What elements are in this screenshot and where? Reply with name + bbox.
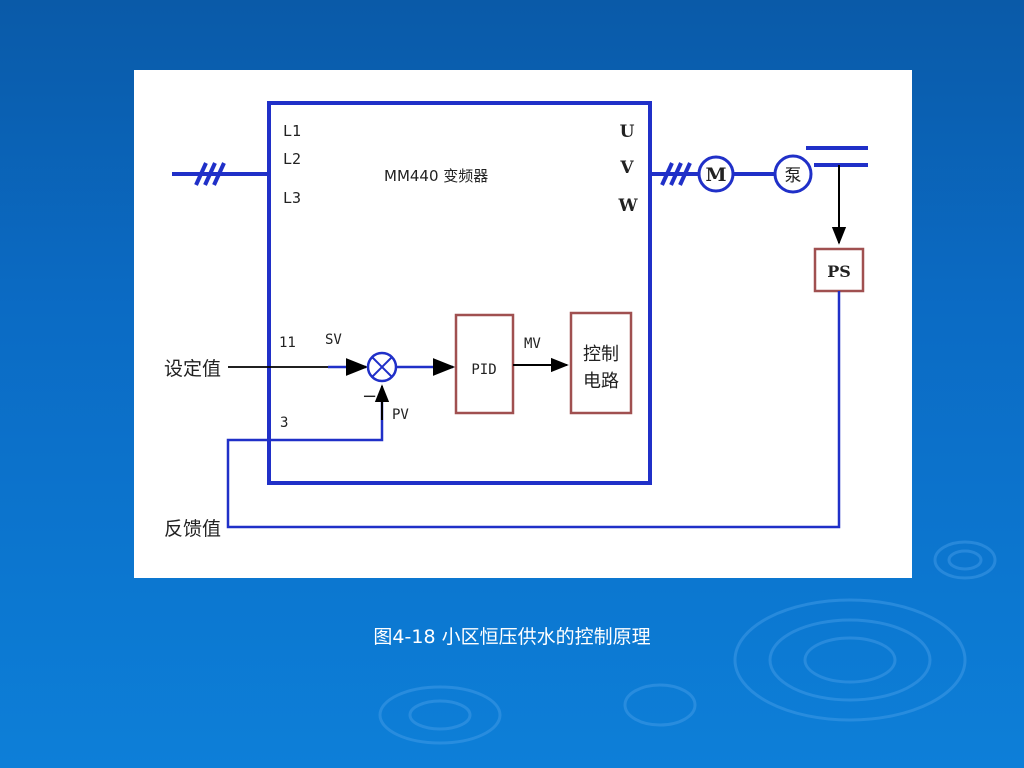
pid-block (454, 313, 515, 415)
inverter-title: MM440 变频器 (384, 167, 488, 185)
pv-label: PV (392, 407, 409, 423)
summing-junction (366, 351, 398, 383)
terminal-11-label: 11 (279, 335, 296, 351)
ripple-decoration (378, 540, 997, 745)
motor-label: M (705, 164, 726, 186)
pump-label: 泵 (785, 166, 802, 186)
mv-label: MV (524, 336, 541, 352)
feedback-label: 反馈值 (164, 518, 221, 540)
control-circuit-label-line2: 电路 (583, 371, 619, 392)
setpoint-label: 设定值 (164, 358, 221, 380)
diagram-panel (134, 70, 912, 578)
input-label-l2: L2 (283, 150, 301, 168)
pressure-sensor-box (813, 247, 865, 293)
output-label-w: W (617, 196, 638, 216)
sv-label: SV (325, 332, 342, 348)
control-circuit-block (569, 311, 633, 415)
input-label-l1: L1 (283, 122, 301, 140)
pressure-sensor-label: PS (827, 262, 851, 281)
pump-symbol (773, 154, 813, 194)
minus-sign: − (362, 386, 377, 407)
input-label-l3: L3 (283, 189, 301, 207)
power-output-line (650, 146, 868, 186)
pid-label: PID (471, 362, 496, 378)
output-label-v: V (619, 158, 634, 178)
feedback-line (226, 291, 841, 529)
figure-caption: 图4-18 小区恒压供水的控制原理 (373, 626, 651, 648)
inverter-box (267, 101, 652, 485)
motor-symbol (697, 155, 735, 193)
output-label-u: U (620, 122, 635, 142)
control-circuit-label-line1: 控制 (583, 344, 619, 365)
terminal-3-label: 3 (280, 415, 288, 431)
power-input-line (172, 162, 269, 186)
